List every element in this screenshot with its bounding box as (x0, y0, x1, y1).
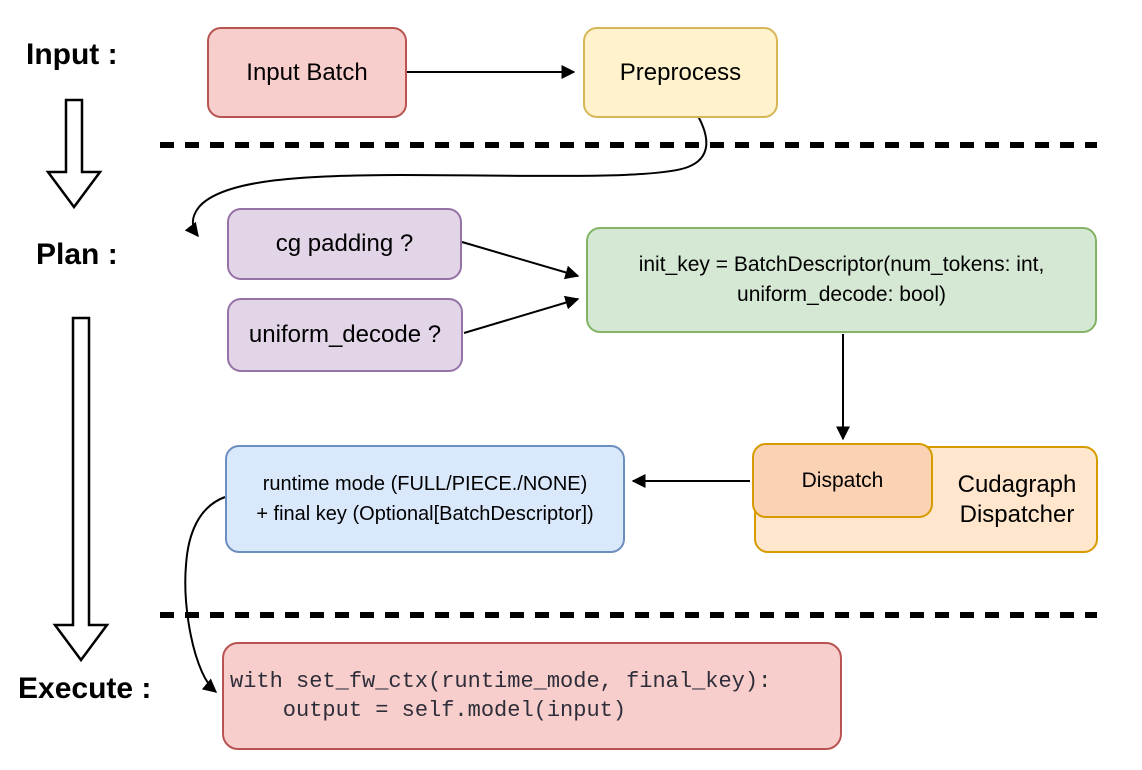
node-input-batch-label: Input Batch (246, 58, 368, 86)
arrow-runtime-result-to-execute-code (184, 496, 226, 693)
node-init-key-line1: init_key = BatchDescriptor(num_tokens: i… (638, 252, 1045, 276)
execute-code-line1: with set_fw_ctx(runtime_mode, final_key)… (230, 669, 772, 694)
node-preprocess-label: Preprocess (619, 58, 742, 86)
node-uniform-decode: uniform_decode ? (227, 298, 463, 372)
stage-label-input: Input : (26, 38, 118, 71)
node-input-batch: Input Batch (207, 27, 407, 118)
node-runtime-result-line2: + final key (Optional[BatchDescriptor]) (256, 503, 594, 525)
node-runtime-result-line1: runtime mode (FULL/PIECE./NONE) (262, 473, 588, 495)
stage-label-execute: Execute : (18, 672, 152, 705)
node-init-key: init_key = BatchDescriptor(num_tokens: i… (586, 227, 1097, 333)
node-cudagraph-dispatcher-line1: Cudagraph (957, 470, 1077, 498)
node-init-key-line2: uniform_decode: bool) (737, 283, 946, 306)
arrow-cg-padding-to-init-key (461, 241, 580, 280)
arrow-uniform-decode-to-init-key (463, 295, 580, 334)
node-execute-code: with set_fw_ctx(runtime_mode, final_key)… (222, 642, 842, 750)
node-cg-padding-label: cg padding ? (275, 230, 414, 258)
node-dispatch: Dispatch (752, 443, 933, 518)
node-uniform-decode-label: uniform_decode ? (248, 321, 442, 349)
node-cg-padding: cg padding ? (227, 208, 462, 280)
down-arrow-long-icon (52, 316, 110, 663)
node-cudagraph-dispatcher-line2: Dispatcher (959, 500, 1075, 528)
execute-code-line2: output = self.model(input) (230, 698, 627, 723)
arrow-preprocess-to-cg-padding (184, 115, 708, 238)
stage-label-plan: Plan : (36, 238, 118, 271)
down-arrow-icon (45, 98, 103, 210)
node-cudagraph-dispatcher-label: Cudagraph Dispatcher (938, 448, 1096, 551)
node-preprocess: Preprocess (583, 27, 778, 118)
node-runtime-result: runtime mode (FULL/PIECE./NONE) + final … (225, 445, 625, 553)
node-dispatch-label: Dispatch (801, 468, 884, 492)
